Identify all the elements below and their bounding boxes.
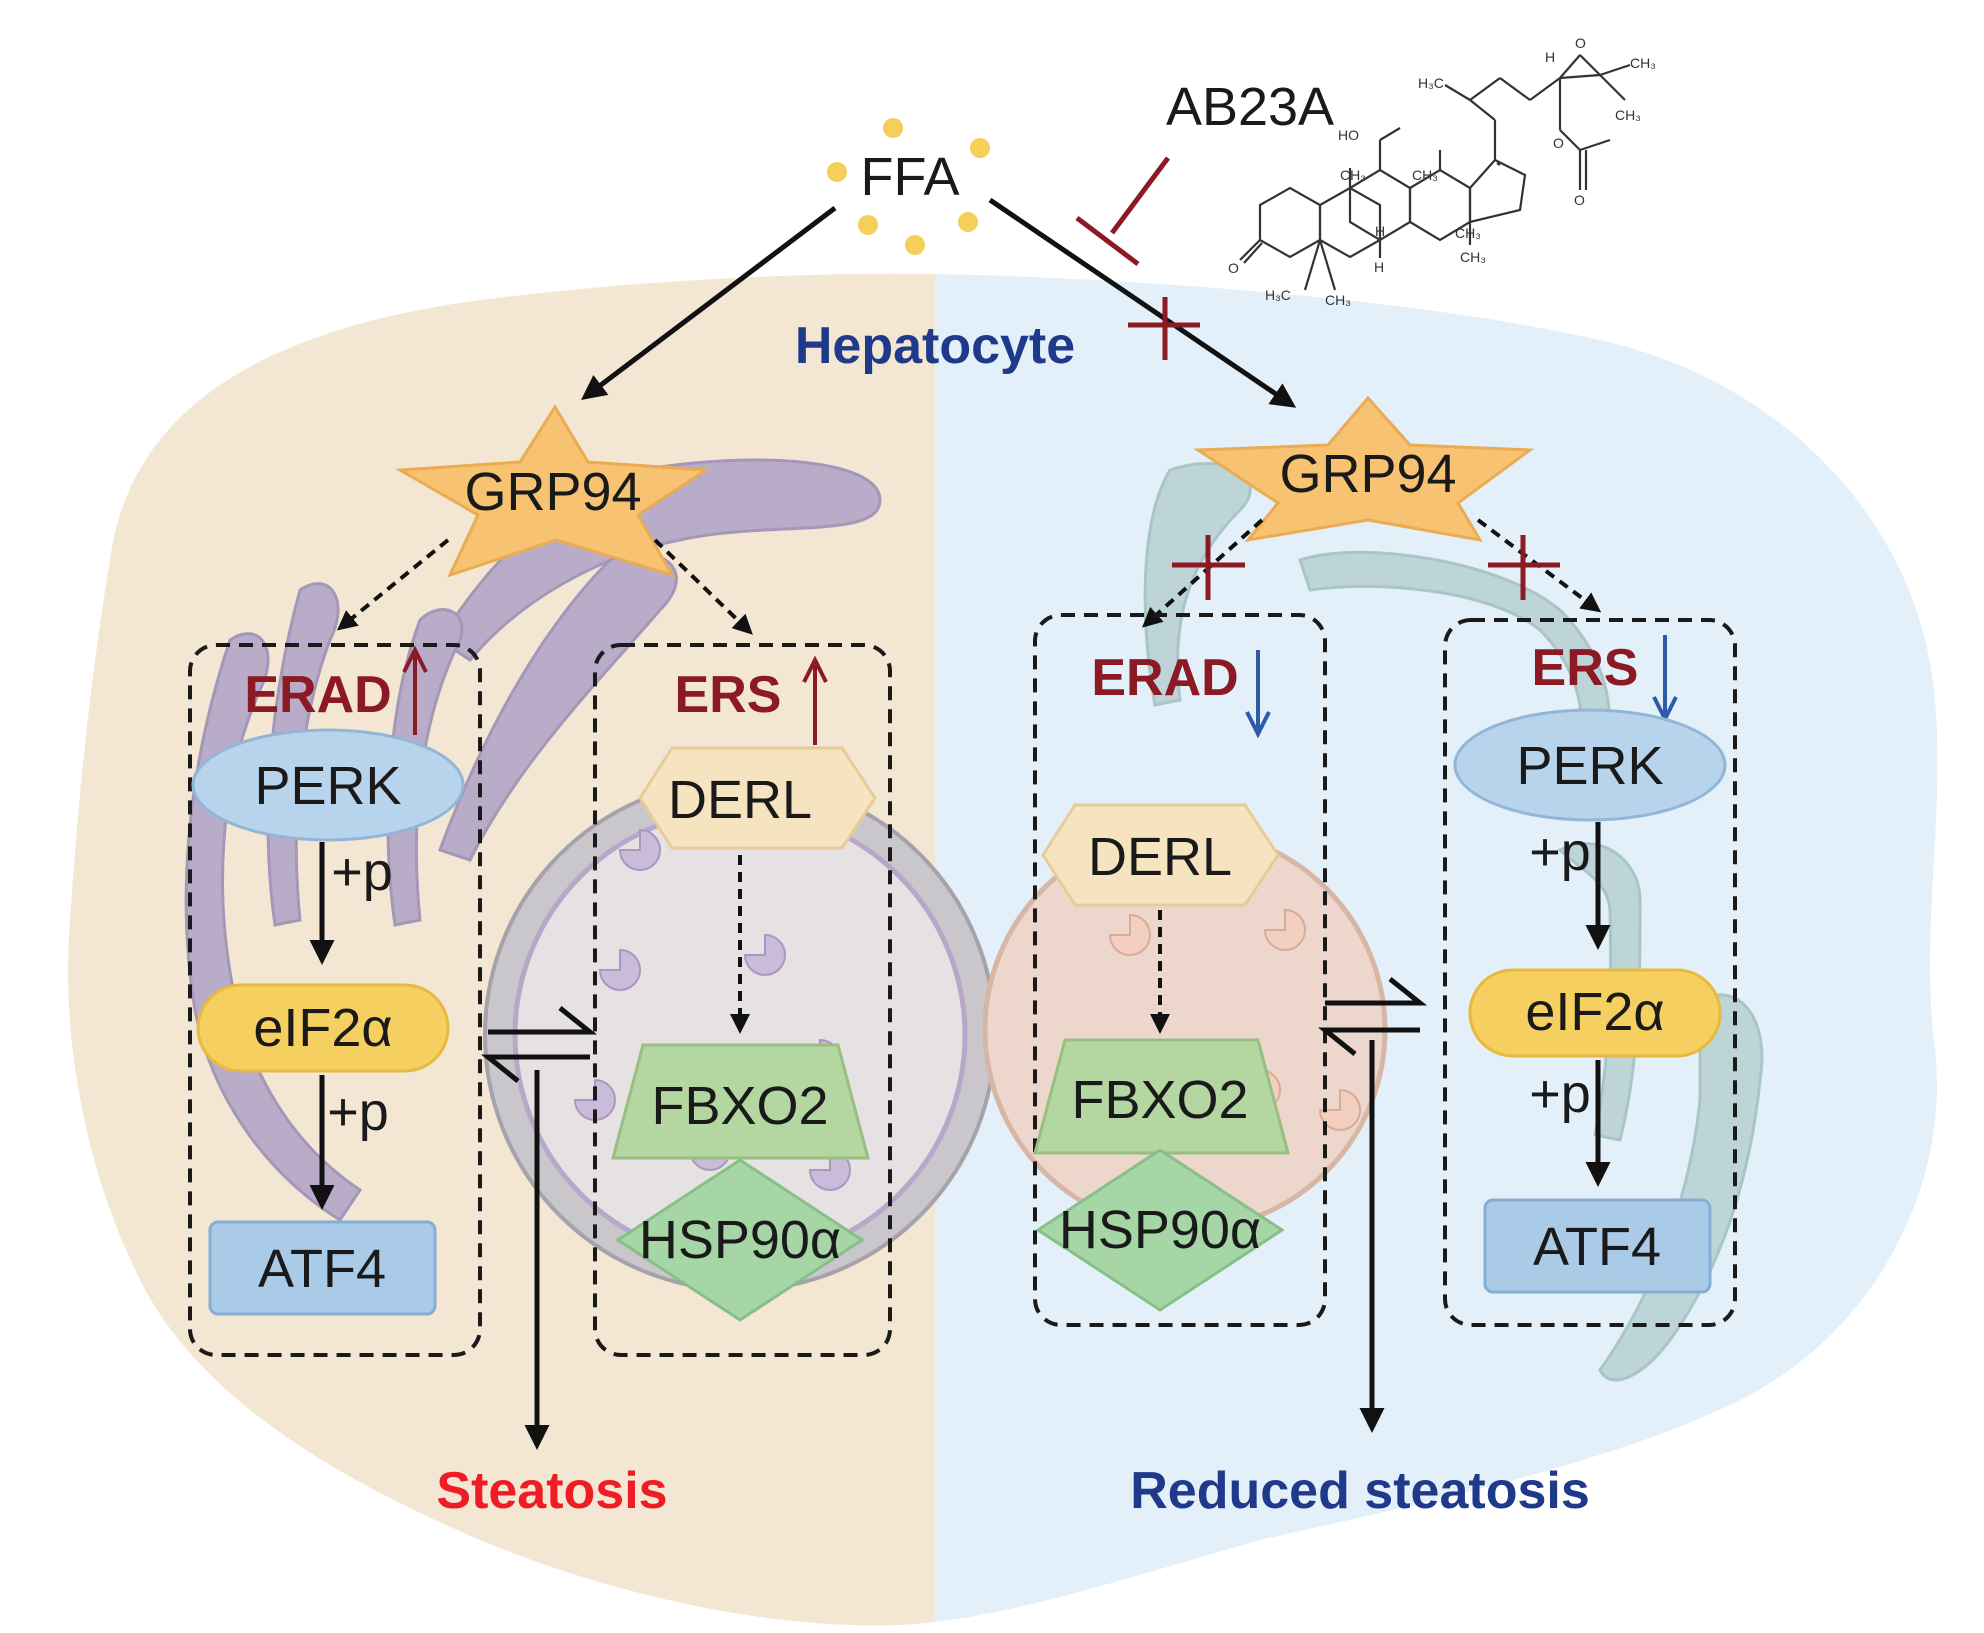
plus-p-label: +p xyxy=(331,842,393,902)
ffa-to-grp94-right-arrow xyxy=(988,197,1297,408)
inhibition-symbol xyxy=(1075,156,1171,266)
grp94-right-label: GRP94 xyxy=(1279,444,1456,504)
ers-left-label: ERS xyxy=(675,666,782,724)
atf4-left xyxy=(208,1220,437,1316)
perk-left-label: PERK xyxy=(254,756,401,816)
ffa-label: FFA xyxy=(860,147,959,207)
plus-p-label: +p xyxy=(1529,1064,1591,1124)
perk-right-label: PERK xyxy=(1516,736,1663,796)
eif2a-right xyxy=(1468,968,1722,1058)
chem-label: CH₃ xyxy=(1325,292,1351,308)
chem-label: H₃C xyxy=(1418,75,1444,91)
grp94-right: GRP94 xyxy=(1193,395,1535,543)
equilibrium-arrows-left-icon xyxy=(480,1006,598,1083)
chem-label: H xyxy=(1374,259,1384,275)
grp94-left: GRP94 xyxy=(394,404,711,578)
chem-label: O xyxy=(1553,135,1564,151)
chem-label: CH₃ xyxy=(1455,225,1481,241)
chem-label: H₃C xyxy=(1265,287,1291,303)
ffa-particles xyxy=(827,118,990,255)
ffa-to-grp94-left-arrow xyxy=(581,206,837,401)
blocked-cross-erad xyxy=(1172,535,1245,600)
chem-label: CH₃ xyxy=(1615,107,1641,123)
perk-left xyxy=(191,728,465,842)
down-arrow-head-icon xyxy=(1245,711,1271,739)
blocked-cross-ers xyxy=(1488,535,1560,600)
blocked-cross-top xyxy=(1128,297,1200,360)
chem-label: CH₃ xyxy=(1340,167,1366,183)
chem-label: O xyxy=(1574,192,1585,208)
chem-label: HO xyxy=(1338,127,1359,143)
hepatocyte-label: Hepatocyte xyxy=(795,317,1075,375)
derl-left-label: DERL xyxy=(668,770,812,830)
eif2a-left-label: eIF2α xyxy=(253,998,392,1058)
up-arrow-head-icon xyxy=(402,645,428,673)
chem-label: CH₃ xyxy=(1412,167,1438,183)
ers-box-right xyxy=(1443,618,1737,1327)
plus-p-label: +p xyxy=(1529,822,1591,882)
grp94-to-erad-left-arrow xyxy=(336,538,450,631)
ab23a-structure-icon xyxy=(1239,54,1631,291)
fbxo2-left xyxy=(611,1043,870,1160)
perk-right xyxy=(1453,708,1727,822)
fbxo2-right xyxy=(1033,1038,1290,1155)
erad-box-right xyxy=(1033,613,1327,1327)
up-arrow-head-icon xyxy=(802,655,828,683)
chem-label: H xyxy=(1375,223,1385,239)
chem-label: CH₃ xyxy=(1460,249,1486,265)
erad-box-left xyxy=(188,643,482,1357)
chem-label: H xyxy=(1545,49,1555,65)
grp94-to-ers-left-arrow xyxy=(653,538,753,635)
plus-p-label: +p xyxy=(327,1082,389,1142)
grp94-left-label: GRP94 xyxy=(464,462,641,522)
atf4-right-label: ATF4 xyxy=(1533,1217,1661,1277)
fbxo2-left-label: FBXO2 xyxy=(651,1076,828,1136)
grp94-to-erad-right-arrow xyxy=(1142,518,1264,628)
hsp90a-left xyxy=(615,1158,865,1322)
fbxo2-right-label: FBXO2 xyxy=(1071,1070,1248,1130)
reduced-steatosis-label: Reduced steatosis xyxy=(1130,1462,1590,1520)
steatosis-label: Steatosis xyxy=(436,1462,667,1520)
equilibrium-arrows-right-icon xyxy=(1317,977,1428,1056)
ab23a-label: AB23A xyxy=(1166,77,1334,137)
chem-label: CH₃ xyxy=(1630,55,1656,71)
erad-right-label: ERAD xyxy=(1091,649,1238,707)
atf4-right xyxy=(1483,1198,1712,1294)
eif2a-left xyxy=(196,983,450,1073)
ers-right-label: ERS xyxy=(1532,639,1639,697)
hsp90a-right-label: HSP90α xyxy=(1059,1200,1261,1260)
eif2a-right-label: eIF2α xyxy=(1525,982,1664,1042)
ab23a-structure-labels: H₃C H CH₃ CH₃ HO CH₃ CH₃ H CH₃ CH₃ O H₃C… xyxy=(1228,35,1656,308)
hsp90a-right xyxy=(1035,1148,1285,1312)
chem-label: O xyxy=(1575,35,1586,51)
derl-left xyxy=(638,746,877,850)
hsp90a-left-label: HSP90α xyxy=(639,1210,841,1270)
ers-box-left xyxy=(593,643,892,1357)
chem-label: O xyxy=(1228,260,1239,276)
erad-left-label: ERAD xyxy=(244,666,391,724)
atf4-left-label: ATF4 xyxy=(258,1239,386,1299)
derl-right-label: DERL xyxy=(1088,827,1232,887)
derl-right xyxy=(1041,803,1280,907)
